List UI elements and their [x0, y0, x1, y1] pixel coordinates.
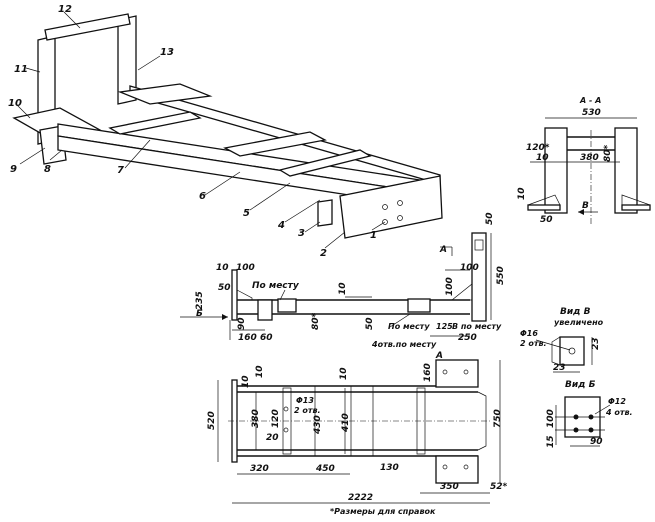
dimension-label: 60: [260, 333, 273, 343]
note-label: В по месту: [452, 322, 502, 331]
section-mark: А: [435, 351, 443, 361]
part-labels: 1 2 3 4 5 6 7 8 9 10 11 12 13: [8, 4, 377, 259]
dimension-label: 10: [517, 187, 527, 200]
dimension-label: 100: [460, 263, 479, 273]
note-label: По месту: [388, 322, 430, 331]
part-label: 7: [117, 165, 124, 176]
part-label: 4: [277, 220, 285, 231]
part-label: 1: [370, 230, 377, 241]
dimension-label: 20: [266, 433, 279, 443]
view-title: Вид Б: [565, 380, 596, 390]
dimension-label: 430: [313, 415, 323, 435]
dimension-label: 410: [341, 413, 351, 433]
dimension-label: 90: [237, 317, 247, 330]
part-label: 10: [8, 98, 22, 109]
dimension-label: 120: [271, 409, 281, 428]
part-label: 11: [14, 64, 28, 75]
dimension-label: 10: [255, 365, 265, 378]
dimension-label: 52*: [490, 482, 508, 492]
side-view: 10 100 50 235 90 160 60 По месту 10 80* …: [180, 212, 506, 349]
hole-label: Φ16: [520, 329, 538, 338]
section-a-a: А - А 530 120* 10 380 80* 10 50 В: [517, 96, 651, 225]
dimension-label: 15: [546, 435, 556, 448]
dimension-label: 2222: [348, 493, 373, 503]
dimension-label: 520: [207, 411, 217, 430]
dimension-label: 125: [436, 322, 453, 331]
part-label: 8: [44, 164, 51, 175]
part-label: 9: [10, 164, 17, 175]
dimension-label: 350: [440, 482, 459, 492]
dimension-label: 130: [380, 463, 399, 473]
dimension-label: 235: [195, 291, 205, 310]
view-mark: В: [582, 201, 589, 211]
view-title: Вид В: [560, 307, 591, 317]
dimension-label: 50: [365, 317, 375, 330]
section-mark: А: [439, 245, 447, 255]
dimension-label: 160: [238, 333, 257, 343]
dimension-label: 100: [546, 409, 556, 428]
dimension-label: 10: [216, 263, 229, 273]
dimension-label: 100: [236, 263, 255, 273]
part-label: 6: [199, 191, 206, 202]
plan-view: 10 10 10 520 380 120 20 Φ13 2 отв. 430 4…: [207, 351, 508, 516]
part-label: 5: [243, 208, 250, 219]
note-label: 4отв.по месту: [371, 340, 437, 349]
dimension-label: 320: [250, 464, 269, 474]
part-label: 12: [58, 4, 72, 15]
dimension-label: 80*: [311, 312, 321, 330]
part-label: 3: [298, 228, 305, 239]
dimension-label: 530: [582, 108, 601, 118]
view-v: Вид В увеличено Φ16 2 отв. 23 23: [520, 307, 604, 373]
dimension-label: 10: [339, 367, 349, 380]
hole-label: 2 отв.: [294, 406, 321, 415]
view-mark: Б: [196, 309, 203, 319]
dimension-label: 380: [580, 153, 599, 163]
dimension-label: 50: [485, 212, 495, 225]
view-b: Вид Б Φ12 4 отв. 100 15 90: [546, 380, 633, 448]
dimension-label: 23: [591, 337, 601, 350]
dimension-label: 90: [590, 437, 603, 447]
dimension-label: 10: [338, 282, 348, 295]
view-subtitle: увеличено: [554, 318, 604, 327]
isometric-frame: [12, 11, 443, 249]
dimension-label: 10: [241, 375, 251, 388]
hole-label: Φ12: [608, 397, 626, 406]
dimension-label: 250: [458, 333, 477, 343]
hole-label: Φ13: [296, 396, 314, 405]
hole-label: 4 отв.: [605, 408, 633, 417]
dimension-label: 10: [536, 153, 549, 163]
dimension-label: 550: [496, 266, 506, 285]
hole-label: 2 отв.: [520, 339, 547, 348]
dimension-label: 450: [315, 464, 335, 474]
dimension-label: 80*: [603, 144, 613, 162]
dimension-label: 750: [493, 409, 503, 428]
dimension-label: 160: [423, 363, 433, 382]
dimension-label: 50: [218, 283, 231, 293]
section-title: А - А: [579, 96, 601, 105]
part-label: 2: [320, 248, 327, 259]
dimension-label: 120*: [526, 143, 550, 153]
part-label: 13: [160, 47, 174, 58]
dimension-label: 100: [445, 277, 455, 296]
reference-note: *Размеры для справок: [330, 507, 436, 516]
dimension-label: 50: [540, 215, 553, 225]
dimension-label: 380: [251, 409, 261, 428]
note-label: По месту: [252, 281, 300, 291]
dimension-label: 23: [553, 363, 566, 373]
